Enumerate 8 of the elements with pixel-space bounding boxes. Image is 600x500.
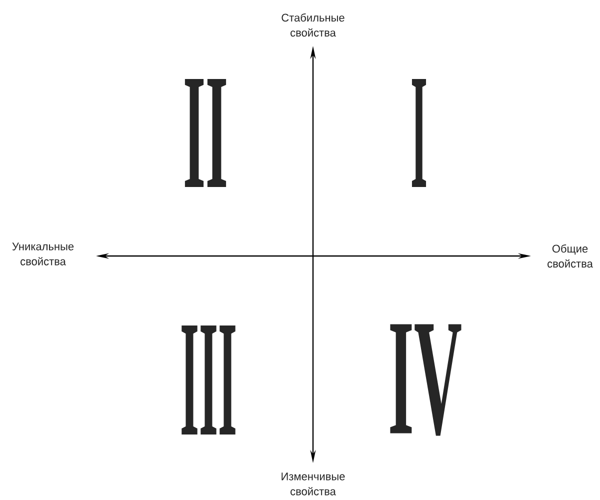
axis-label: Общие свойства: [548, 244, 593, 268]
quadrant-numeral: III: [182, 325, 236, 434]
axis-label: Уникальные свойства: [12, 242, 74, 266]
quadrant-numeral: II: [184, 79, 226, 187]
axis-label: Изменчивые свойства: [282, 472, 345, 496]
quadrant-numeral: I: [412, 79, 426, 187]
axis-label: Стабильные свойства: [282, 13, 344, 37]
quadrant-numeral: IV: [390, 324, 462, 436]
